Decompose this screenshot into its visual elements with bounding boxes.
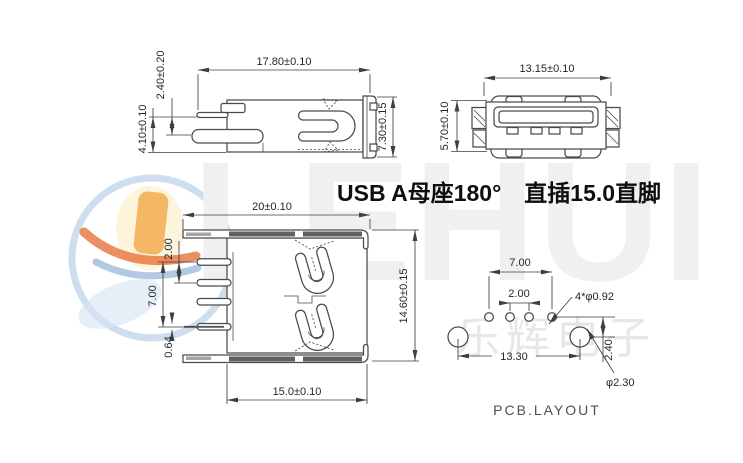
front-mount-ear-right — [604, 106, 621, 148]
dim-pcb-pin-hole: 4*φ0.92 — [575, 291, 614, 303]
dim-pcb-mount-span: 13.30 — [500, 351, 528, 363]
side-foot — [191, 128, 264, 144]
side-spring-contact — [297, 110, 356, 142]
dim-front-width: 13.15±0.10 — [520, 63, 575, 75]
side-pin — [196, 111, 229, 119]
drawing-title: USB A母座180° 直插15.0直脚 — [337, 180, 661, 206]
dim-side-pin-drop: 4.10±0.10 — [137, 105, 149, 154]
dim-pcb-row-offset: 2.40 — [603, 339, 615, 360]
watermark-wave — [92, 258, 202, 280]
watermark-swoosh — [79, 227, 201, 265]
dim-top-body-width: 15.0±0.10 — [273, 386, 322, 398]
front-view: 13.15±0.10 5.70±0.10 — [439, 63, 621, 159]
dim-front-height: 5.70±0.10 — [439, 102, 451, 151]
front-mount-ear-left — [471, 106, 488, 148]
dim-pcb-pin-pitch: 2.00 — [508, 288, 529, 300]
dim-pcb-mount-hole: φ2.30 — [606, 377, 635, 389]
top-spring-upper — [294, 246, 335, 294]
dim-top-pin-pitch: 2.00 — [163, 238, 175, 259]
dim-top-flange-width: 20±0.10 — [252, 201, 292, 213]
watermark-flame — [133, 191, 169, 255]
side-flange — [362, 95, 377, 159]
dim-top-pin-span: 7.00 — [147, 285, 159, 306]
watermark-crescent — [78, 279, 162, 329]
front-contacts — [506, 126, 583, 135]
dim-top-pin-width: 0.64 — [163, 336, 175, 357]
pcb-layout-label: PCB.LAYOUT — [493, 402, 601, 418]
dim-pcb-pin-span: 7.00 — [509, 257, 530, 269]
side-step — [220, 102, 246, 114]
dim-side-pin-offset: 2.40±0.20 — [155, 51, 167, 100]
top-spring-lower — [294, 303, 335, 351]
top-view: 20±0.10 — [147, 201, 419, 404]
dim-side-width: 17.80±0.10 — [257, 56, 312, 68]
side-view: 17.80±0.10 2.40±0.20 4.10±0.10 7.30±0.15 — [137, 51, 397, 159]
dim-top-body-length: 14.60±0.15 — [398, 269, 410, 324]
pcb-layout-view: 7.00 2.00 4*φ0.92 13.30 2.40 φ2.30 PCB.L… — [447, 257, 635, 418]
dim-side-height: 7.30±0.15 — [377, 103, 389, 152]
